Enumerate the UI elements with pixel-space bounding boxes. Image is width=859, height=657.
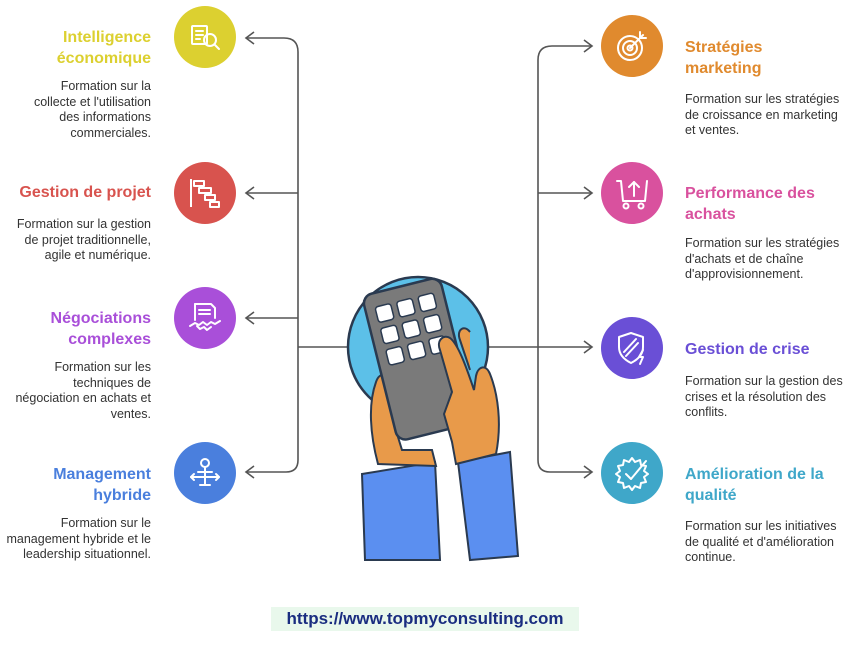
right-item-1-circle: [601, 15, 663, 77]
right-item-3-title: Gestion de crise: [685, 341, 810, 358]
person-balance-icon: [190, 458, 220, 486]
left-item-1-desc: Formation sur la collecte et l'utilisati…: [33, 79, 151, 140]
right-thumb: [458, 327, 471, 371]
left-item-3-desc: Formation sur les techniques de négociat…: [15, 360, 151, 421]
right-item-4-circle: [601, 442, 663, 504]
right-item-1-desc: Formation sur les stratégies de croissan…: [685, 92, 840, 137]
left-arrow-3: [244, 311, 255, 325]
left-branch-1: [246, 37, 299, 347]
left-arrow-1: [244, 31, 255, 45]
right-item-4-title: Amélioration de la qualité: [685, 466, 824, 504]
left-item-1-title: Intelligence économique: [56, 29, 151, 67]
left-item-1-circle: [174, 6, 236, 68]
right-arrow-3: [583, 340, 594, 354]
gantt-chart-icon: [190, 179, 220, 208]
right-arrow-1: [583, 39, 594, 53]
contract-handshake-icon: [189, 303, 221, 331]
left-arrow-2: [244, 186, 255, 200]
left-item-2-circle: [174, 162, 236, 224]
left-item-4-circle: [174, 442, 236, 504]
gear-check-icon: [615, 457, 649, 491]
hands-calculator-illustration: [346, 275, 520, 562]
left-item-2-desc: Formation sur la gestion de projet tradi…: [16, 217, 151, 262]
document-search-icon: [191, 25, 220, 50]
right-item-3-desc: Formation sur la gestion des crises et l…: [685, 374, 843, 419]
left-item-4-desc: Formation sur le management hybride et l…: [6, 516, 151, 561]
right-item-3-circle: [601, 317, 663, 379]
website-url[interactable]: https://www.topmyconsulting.com: [271, 607, 579, 631]
left-item-3-circle: [174, 287, 236, 349]
left-item-2-title: Gestion de projet: [19, 184, 151, 201]
right-sleeve: [456, 450, 520, 562]
left-item-4-title: Management hybride: [53, 466, 151, 504]
cart-arrow-icon: [616, 180, 648, 210]
right-branch-4: [537, 347, 592, 473]
right-item-4-desc: Formation sur les initiatives de qualité…: [685, 519, 837, 564]
right-item-2-title: Performance des achats: [685, 185, 815, 223]
left-arrow-4: [244, 465, 255, 479]
right-branch-1: [537, 45, 592, 347]
right-item-2-desc: Formation sur les stratégies d'achats et…: [685, 236, 840, 281]
right-arrow-4: [583, 465, 594, 479]
right-hand: [438, 335, 500, 466]
calculator-device: [362, 277, 475, 441]
right-item-1-title: Stratégies marketing: [685, 39, 763, 77]
shield-lightning-icon: [618, 332, 644, 365]
target-icon: [617, 31, 647, 61]
left-sleeve: [360, 460, 442, 561]
right-arrow-2: [583, 186, 594, 200]
left-branch-4: [246, 347, 299, 473]
right-item-2-circle: [601, 162, 663, 224]
left-item-3-title: Négociations complexes: [50, 310, 151, 348]
